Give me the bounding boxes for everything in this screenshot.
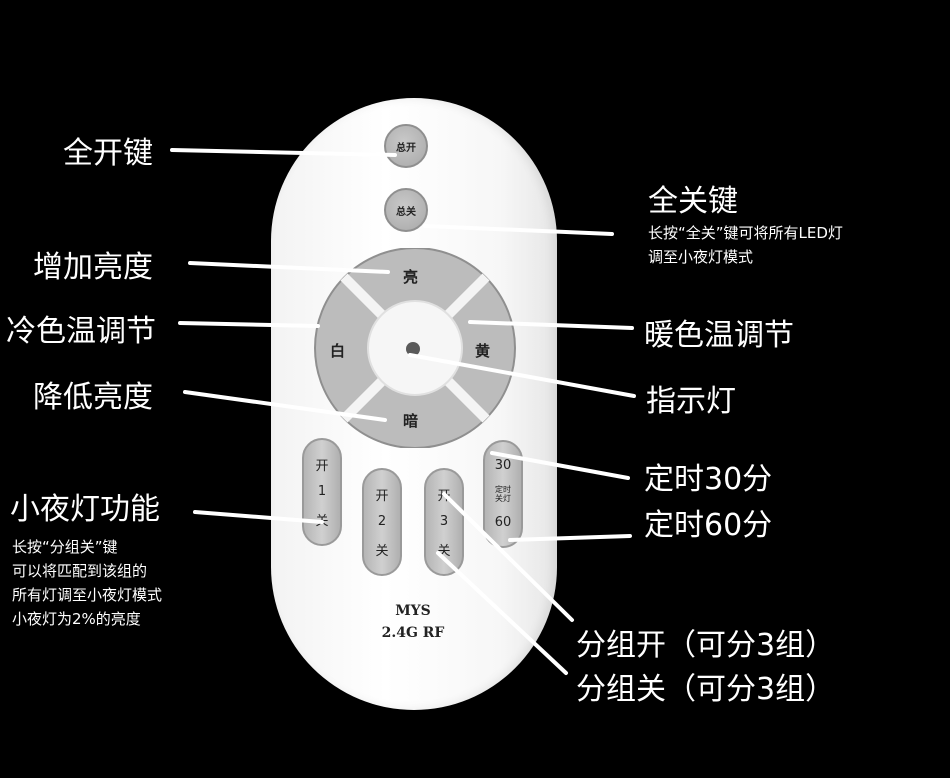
group-off-label: 分组关（可分3组） — [576, 672, 836, 707]
indicator-light-icon — [406, 342, 420, 356]
group2-off-label: 关 — [375, 543, 389, 559]
group-on-label: 分组开（可分3组） — [576, 628, 836, 663]
brand-frequency: 2.4G RF — [381, 625, 445, 641]
white-button[interactable]: 白 — [330, 342, 346, 360]
group2-number: 2 — [377, 514, 387, 530]
all-off-button[interactable]: 总关 — [384, 188, 428, 232]
night-note-line1: 长按“分组关”键 — [12, 538, 118, 556]
all-off-note-line1: 长按“全关”键可将所有LED灯 — [648, 224, 843, 242]
group1-on-label: 开 — [315, 459, 329, 475]
dim-button[interactable]: 暗 — [403, 412, 419, 430]
direction-pad: 亮 白 黄 暗 — [310, 248, 530, 448]
timer30-label: 定时30分 — [644, 462, 773, 497]
group1-number: 1 — [317, 484, 327, 500]
all-off-key-label: 全关键 — [648, 184, 738, 219]
all-off-note-line2: 调至小夜灯模式 — [648, 248, 754, 266]
group1-button[interactable]: 开 1 关 — [302, 438, 342, 546]
indicator-label: 指示灯 — [646, 384, 736, 419]
group2-button[interactable]: 开 2 关 — [362, 468, 402, 576]
timer-60-label: 60 — [494, 515, 512, 530]
night-note-line2: 可以将匹配到该组的 — [12, 562, 148, 580]
timer-30-label: 30 — [494, 458, 512, 473]
timer60-label: 定时60分 — [644, 508, 773, 543]
decrease-brightness-label: 降低亮度 — [33, 380, 153, 415]
timer-caption-a: 定时 — [495, 485, 511, 494]
warm-color-label: 暖色温调节 — [644, 318, 794, 353]
timer-caption: 定时 关灯 — [495, 485, 511, 503]
group3-number: 3 — [439, 514, 449, 530]
night-note-line3: 所有灯调至小夜灯模式 — [12, 586, 163, 604]
night-light-label: 小夜灯功能 — [10, 492, 160, 527]
brand-label: MYS 2.4G RF — [348, 600, 478, 644]
brighten-button[interactable]: 亮 — [403, 268, 419, 286]
increase-brightness-label: 增加亮度 — [33, 250, 153, 285]
night-note-line4: 小夜灯为2%的亮度 — [12, 610, 141, 628]
cool-color-label: 冷色温调节 — [6, 314, 156, 349]
timer-caption-b: 关灯 — [495, 494, 511, 503]
group2-on-label: 开 — [375, 489, 389, 505]
yellow-button[interactable]: 黄 — [475, 342, 491, 360]
brand-name: MYS — [395, 603, 431, 619]
all-on-key-label: 全开键 — [63, 136, 153, 171]
all-on-button[interactable]: 总开 — [384, 124, 428, 168]
